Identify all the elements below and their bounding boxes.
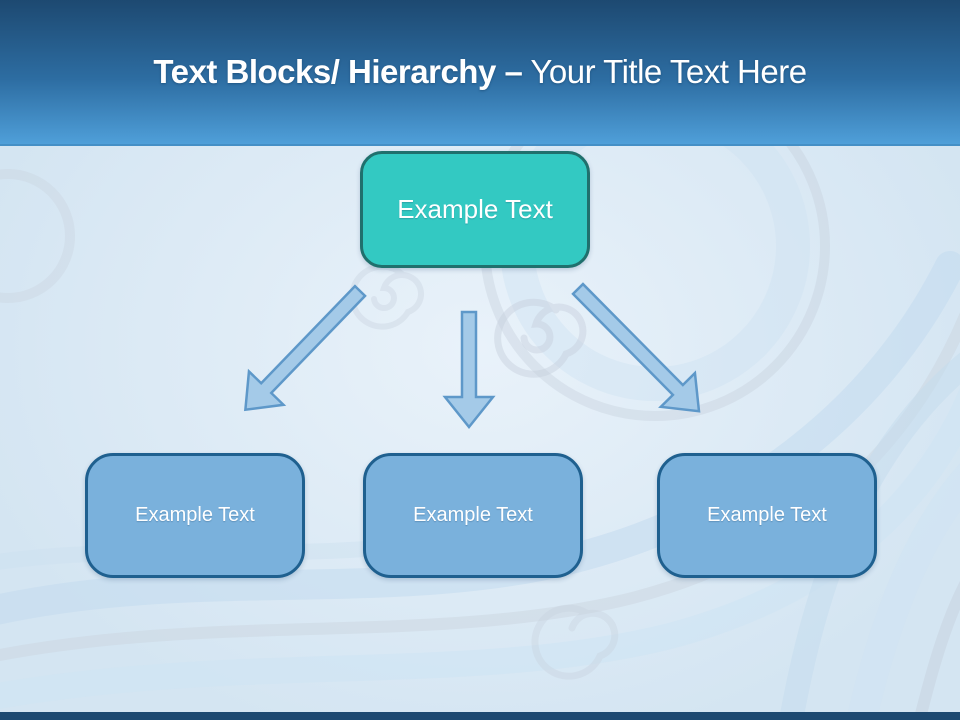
connector-arrows xyxy=(243,282,701,430)
slide-title: Text Blocks/ Hierarchy – Your Title Text… xyxy=(153,53,807,91)
slide-title-sub: Your Title Text Here xyxy=(522,53,807,90)
child-node-1: Example Text xyxy=(85,453,305,578)
down-right-arrow xyxy=(571,282,701,413)
down-left-arrow xyxy=(243,284,367,412)
child-node-1-label: Example Text xyxy=(135,504,255,526)
child-node-3-label: Example Text xyxy=(707,504,827,526)
child-node-2: Example Text xyxy=(363,453,583,578)
child-node-2-label: Example Text xyxy=(413,504,533,526)
slide-title-main: Text Blocks/ Hierarchy – xyxy=(153,53,523,90)
down-arrow xyxy=(442,310,496,430)
child-node-3: Example Text xyxy=(657,453,877,578)
root-node-label: Example Text xyxy=(397,194,553,224)
footer-bar xyxy=(0,712,960,720)
slide-body: Example Text Example Text Example Text E… xyxy=(0,146,960,720)
root-node: Example Text xyxy=(360,151,590,268)
slide-header: Text Blocks/ Hierarchy – Your Title Text… xyxy=(0,0,960,146)
